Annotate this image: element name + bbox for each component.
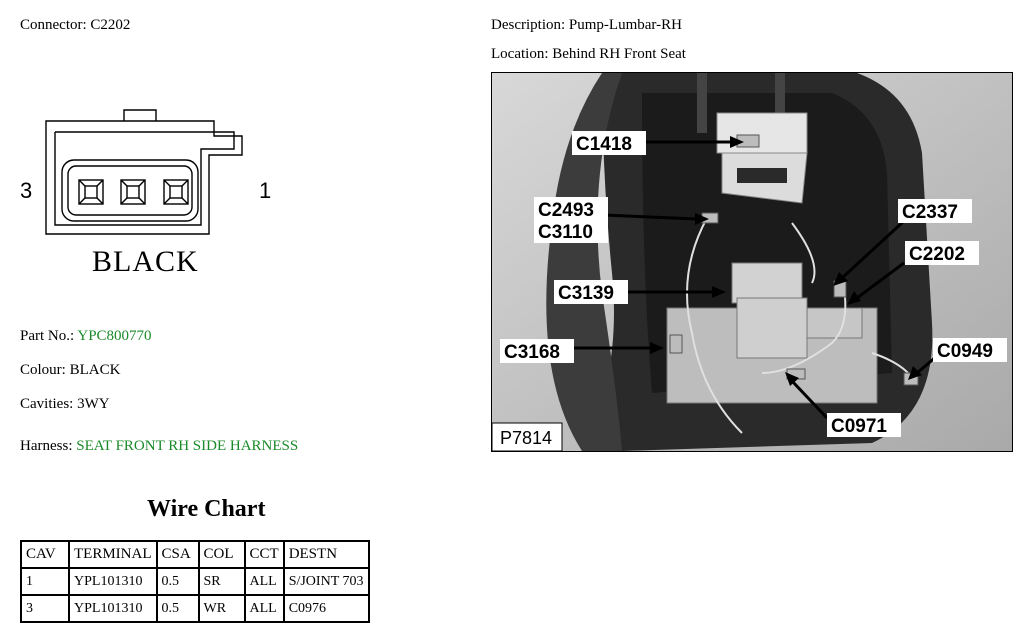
table-header-row: CAV TERMINAL CSA COL CCT DESTN (20, 540, 370, 569)
cell-csa: 0.5 (155, 594, 200, 623)
connector-face-diagram (45, 109, 243, 235)
photo-reference-label: P7814 (500, 428, 552, 448)
part-number-label: Part No.: (20, 328, 75, 344)
table-row: 3 YPL101310 0.5 WR ALL C0976 (20, 594, 370, 623)
callout-c1418: C1418 (576, 134, 632, 155)
connector-title: Connector: C2202 (20, 17, 131, 33)
location-photo: P7814 C1418 C2493 C3110 C2337 C2202 C313… (491, 72, 1013, 452)
callout-c3139: C3139 (558, 283, 614, 304)
header-destn: DESTN (282, 540, 370, 569)
location-text: Location: Behind RH Front Seat (491, 46, 686, 62)
harness-label: Harness: (20, 438, 73, 454)
location-photo-illustration: P7814 C1418 C2493 C3110 C2337 C2202 C313… (492, 73, 1012, 451)
callout-c3168: C3168 (504, 342, 560, 363)
connector-color-label: BLACK (92, 245, 199, 278)
callout-c3110: C3110 (538, 222, 593, 243)
cell-cav: 3 (20, 594, 70, 623)
header-terminal: TERMINAL (68, 540, 158, 569)
colour-text: Colour: BLACK (20, 362, 121, 378)
harness-link[interactable]: SEAT FRONT RH SIDE HARNESS (76, 438, 299, 454)
wire-chart-table: CAV TERMINAL CSA COL CCT DESTN 1 YPL1013… (20, 540, 370, 623)
header-cct: CCT (243, 540, 285, 569)
callout-c2493: C2493 (538, 200, 594, 221)
cell-terminal: YPL101310 (68, 567, 158, 596)
cell-destn[interactable]: C0976 (282, 594, 370, 623)
cell-terminal: YPL101310 (68, 594, 158, 623)
callout-c0971: C0971 (831, 416, 887, 437)
cell-cct: ALL (243, 567, 285, 596)
callout-c0949: C0949 (937, 341, 993, 362)
cell-col: SR (197, 567, 246, 596)
table-row: 1 YPL101310 0.5 SR ALL S/JOINT 703 (20, 567, 370, 596)
cell-col: WR (197, 594, 246, 623)
part-number-link[interactable]: YPC800770 (77, 328, 152, 344)
cell-cct: ALL (243, 594, 285, 623)
pin-3-label: 3 (20, 178, 33, 203)
cell-cav: 1 (20, 567, 70, 596)
cavities-text: Cavities: 3WY (20, 396, 110, 412)
cell-destn[interactable]: S/JOINT 703 (282, 567, 370, 596)
wire-chart-title: Wire Chart (147, 496, 266, 522)
callout-c2337: C2337 (902, 202, 958, 223)
cell-csa: 0.5 (155, 567, 200, 596)
callout-c2202: C2202 (909, 244, 965, 265)
header-col: COL (197, 540, 246, 569)
harness: Harness: SEAT FRONT RH SIDE HARNESS (20, 438, 298, 455)
part-number: Part No.: YPC800770 (20, 328, 152, 345)
header-cav: CAV (20, 540, 70, 569)
pin-1-label: 1 (259, 178, 272, 203)
description-text: Description: Pump-Lumbar-RH (491, 17, 682, 33)
header-csa: CSA (155, 540, 200, 569)
